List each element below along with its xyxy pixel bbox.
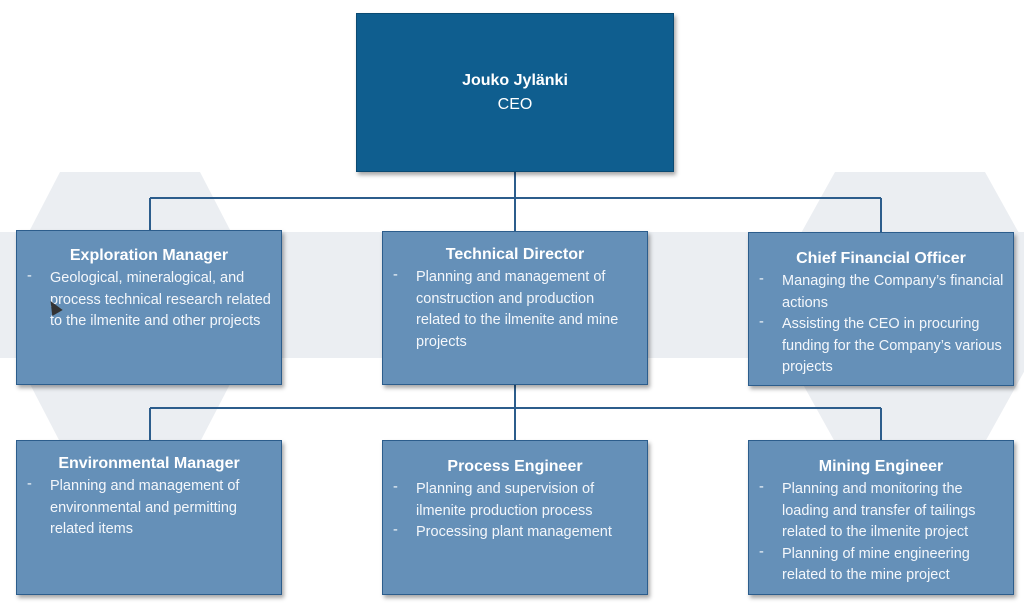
technical-director-box: Technical Director Planning and manageme… xyxy=(382,231,648,385)
technical-director-title: Technical Director xyxy=(445,246,585,263)
duty-item: Managing the Company’s financial actions xyxy=(759,269,1005,314)
exploration-manager-box: Exploration Manager Geological, mineralo… xyxy=(16,230,282,385)
duty-item: Assisting the CEO in procuring funding f… xyxy=(759,312,1005,379)
duty-item: Processing plant management xyxy=(393,520,639,544)
ceo-box: Jouko Jylänki CEO xyxy=(356,13,674,172)
ceo-role: CEO xyxy=(497,95,533,113)
mining-engineer-duties: Planning and monitoring the loading and … xyxy=(749,477,1013,587)
cfo-duties: Managing the Company’s financial actions… xyxy=(749,269,1013,379)
process-engineer-title: Process Engineer xyxy=(447,458,583,475)
cfo-box: Chief Financial Officer Managing the Com… xyxy=(748,232,1014,386)
process-engineer-box: Process Engineer Planning and supervisio… xyxy=(382,440,648,595)
duty-item: Planning and supervision of ilmenite pro… xyxy=(393,477,639,522)
duty-item: Geological, mineralogical, and process t… xyxy=(27,266,273,333)
duty-item: Planning and management of construction … xyxy=(393,265,639,353)
duty-item: Planning and monitoring the loading and … xyxy=(759,477,1005,544)
mining-engineer-title: Mining Engineer xyxy=(818,458,944,475)
environmental-manager-box: Environmental Manager Planning and manag… xyxy=(16,440,282,595)
cfo-title: Chief Financial Officer xyxy=(796,250,966,267)
duty-item: Planning of mine engineering related to … xyxy=(759,542,1005,587)
process-engineer-duties: Planning and supervision of ilmenite pro… xyxy=(383,477,647,544)
duty-item: Planning and management of environmental… xyxy=(27,474,273,541)
exploration-manager-duties: Geological, mineralogical, and process t… xyxy=(17,266,281,333)
mining-engineer-box: Mining Engineer Planning and monitoring … xyxy=(748,440,1014,595)
environmental-manager-title: Environmental Manager xyxy=(58,455,240,472)
environmental-manager-duties: Planning and management of environmental… xyxy=(17,474,281,541)
ceo-name: Jouko Jylänki xyxy=(462,71,568,89)
exploration-manager-title: Exploration Manager xyxy=(69,247,229,264)
technical-director-duties: Planning and management of construction … xyxy=(383,265,647,353)
